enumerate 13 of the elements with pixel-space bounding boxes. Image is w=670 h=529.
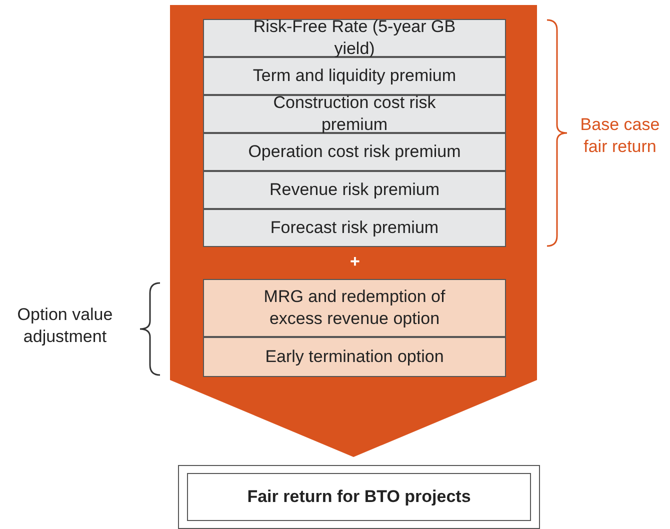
down-arrow-shape xyxy=(170,5,537,457)
premium-box: Term and liquidity premium xyxy=(203,57,506,95)
premium-box: Forecast risk premium xyxy=(203,209,506,247)
bracket-label: Base case fair return xyxy=(579,114,661,158)
option-box: MRG and redemption of excess revenue option xyxy=(203,279,506,337)
plus-sign: + xyxy=(349,251,361,273)
result-box: Fair return for BTO projects xyxy=(178,465,540,529)
premium-box: Operation cost risk premium xyxy=(203,133,506,171)
bracket-label: Option value adjustment xyxy=(16,304,114,348)
premium-box: Revenue risk premium xyxy=(203,171,506,209)
premium-box: Construction cost risk premium xyxy=(203,95,506,133)
option-box: Early termination option xyxy=(203,337,506,377)
premium-box: Risk-Free Rate (5-year GB yield) xyxy=(203,19,506,57)
